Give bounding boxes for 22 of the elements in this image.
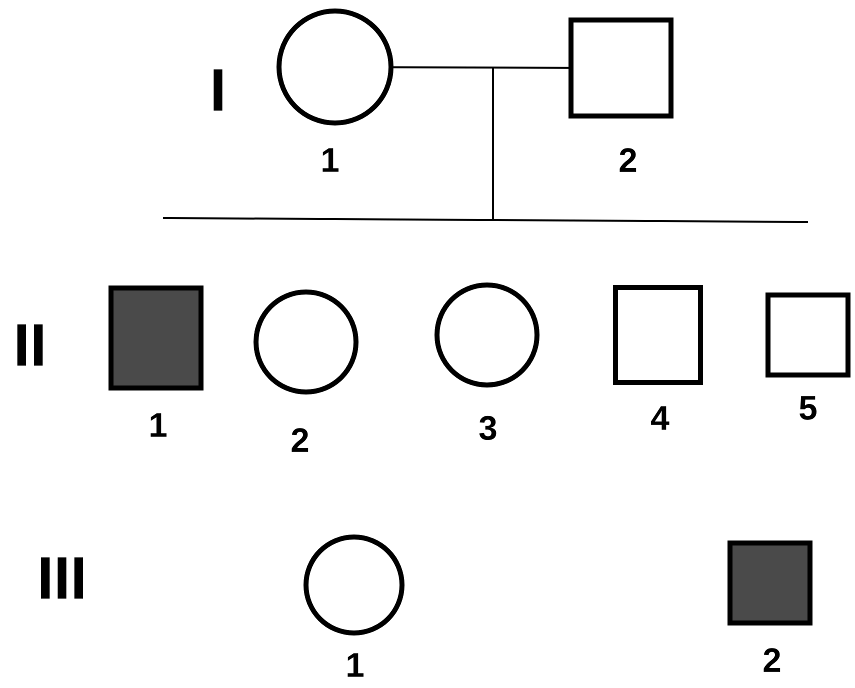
individual-number: 3 (479, 416, 496, 440)
circle-symbol (304, 534, 404, 636)
circle-symbol (434, 282, 540, 388)
circle-symbol (254, 290, 358, 394)
marriage-line (394, 66, 568, 69)
individual-number: 2 (620, 148, 636, 172)
individual-number: 1 (322, 148, 338, 172)
individual-number: 4 (651, 406, 670, 430)
individual-number: 1 (150, 413, 166, 437)
square-symbol (108, 286, 204, 390)
generation-label: III (41, 557, 84, 599)
square-symbol (568, 18, 674, 118)
circle-symbol (276, 8, 394, 126)
generation-label: I (214, 69, 222, 111)
individual-number: 2 (292, 428, 308, 452)
individual-number: 1 (348, 653, 364, 677)
square-symbol (728, 540, 812, 626)
square-symbol (766, 292, 850, 378)
square-symbol (613, 285, 703, 385)
individual-number: 5 (800, 396, 816, 420)
individual-number: 2 (764, 648, 780, 672)
generation-label: II (17, 324, 43, 366)
